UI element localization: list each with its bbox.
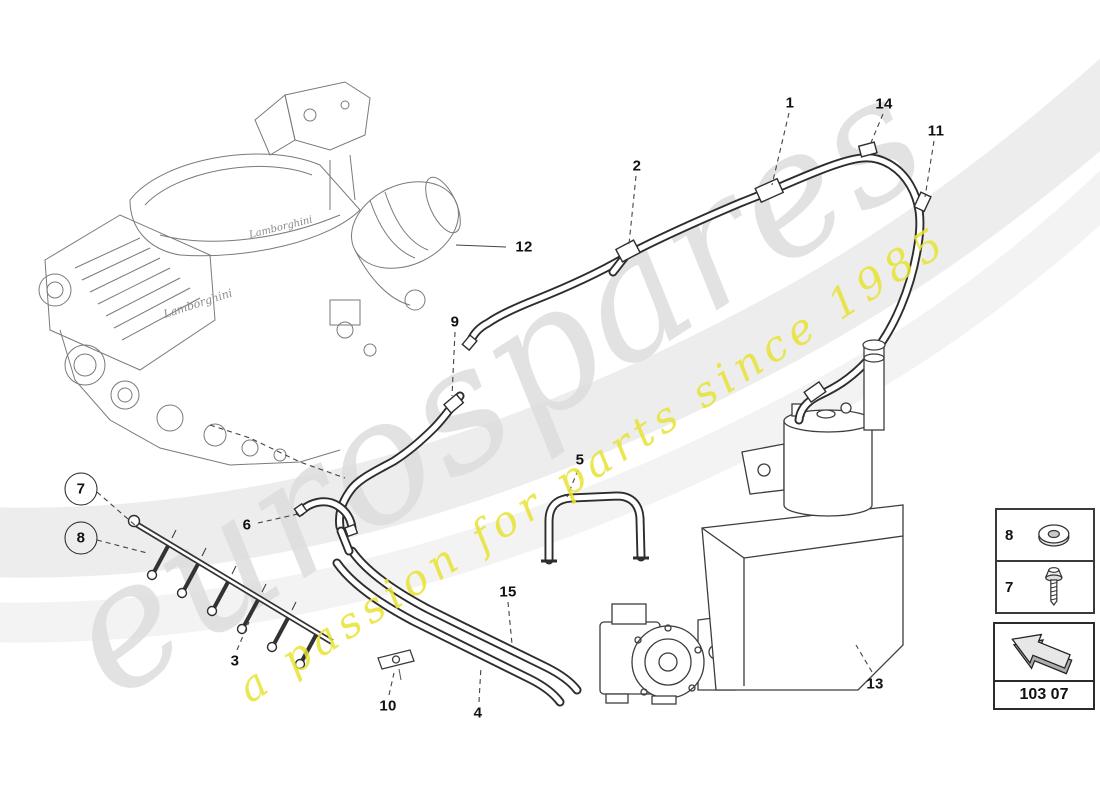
callout-3: 3 bbox=[230, 652, 240, 670]
callout-14: 14 bbox=[875, 95, 893, 113]
leader-lines bbox=[96, 112, 935, 703]
callout-13: 13 bbox=[866, 675, 884, 693]
engine-badge-script-2: Lamborghini bbox=[161, 286, 234, 321]
diagram-code: 103 07 bbox=[1019, 686, 1069, 703]
callout-12: 12 bbox=[515, 238, 533, 256]
callout-8-circled: 8 bbox=[64, 521, 98, 555]
callout-2: 2 bbox=[632, 157, 642, 175]
washer-icon bbox=[1038, 524, 1070, 547]
callout-11: 11 bbox=[927, 122, 945, 140]
filler-tube bbox=[862, 339, 886, 431]
callout-15: 15 bbox=[499, 583, 517, 601]
legend-row-screw: 7 bbox=[997, 560, 1093, 612]
swoosh-band-2 bbox=[0, 170, 1100, 643]
callout-9: 9 bbox=[450, 313, 460, 331]
callout-10: 10 bbox=[379, 697, 397, 715]
oil-separator bbox=[741, 402, 873, 517]
code-pane: 103 07 bbox=[995, 680, 1093, 708]
callout-7-circled: 7 bbox=[64, 472, 98, 506]
fastener-legend: 8 7 bbox=[995, 508, 1095, 614]
direction-arrow-icon bbox=[1011, 633, 1073, 675]
diagram-code-box: 103 07 bbox=[993, 622, 1095, 710]
callout-6: 6 bbox=[242, 516, 252, 534]
engine-sketch: Lamborghini Lamborghini bbox=[38, 81, 461, 479]
screw-icon bbox=[1045, 567, 1064, 606]
legend-number-8: 8 bbox=[1005, 526, 1014, 544]
swoosh-band bbox=[0, 58, 1100, 578]
mounting-bracket bbox=[377, 649, 415, 681]
hose-clamps bbox=[293, 141, 932, 538]
callout-4: 4 bbox=[473, 704, 483, 722]
callout-1: 1 bbox=[785, 94, 795, 112]
legend-row-washer: 8 bbox=[997, 510, 1093, 560]
arrow-pane bbox=[995, 624, 1093, 680]
expansion-tank bbox=[697, 504, 904, 691]
pump-assembly bbox=[599, 603, 705, 705]
breather-rail bbox=[127, 514, 334, 670]
legend-number-7: 7 bbox=[1005, 578, 1014, 596]
callout-5: 5 bbox=[575, 451, 585, 469]
breather-hoses bbox=[295, 153, 925, 707]
